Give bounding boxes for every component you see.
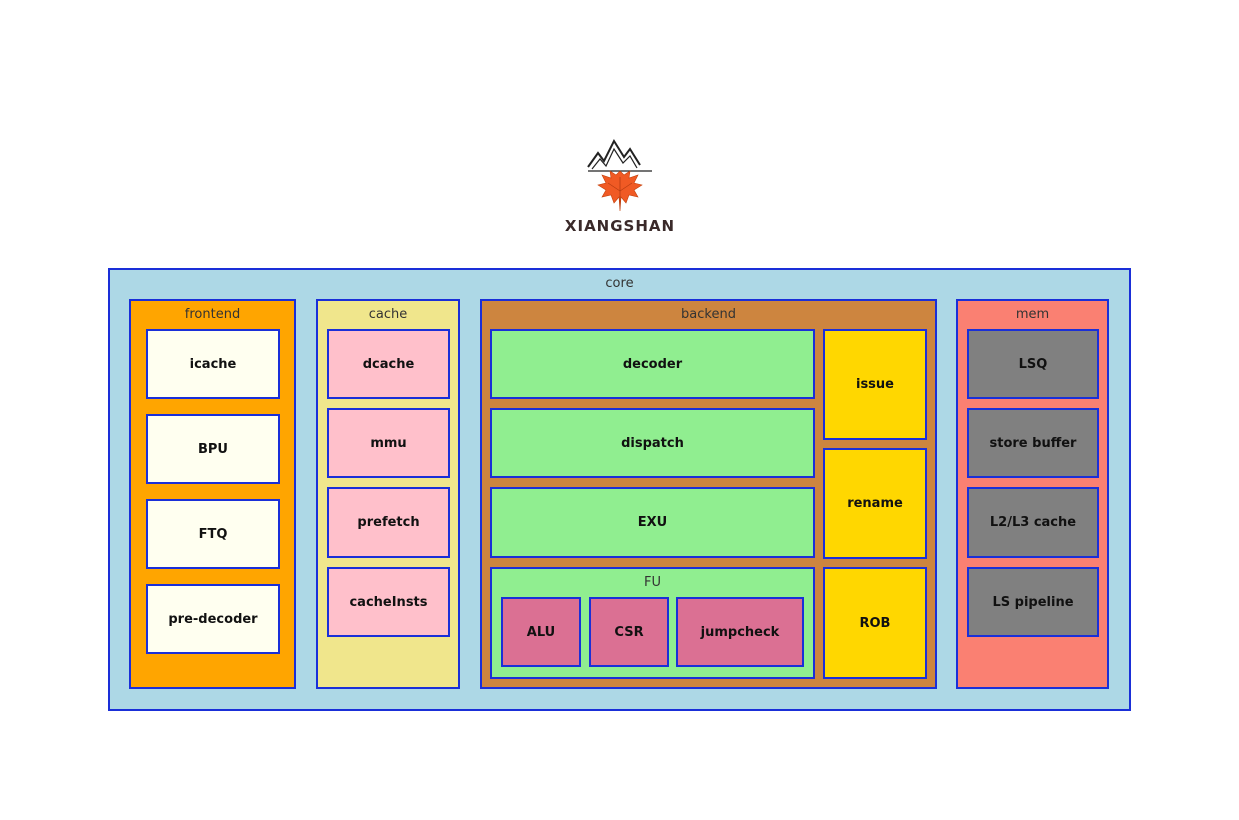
core-title: core xyxy=(605,276,634,291)
fu-title: FU xyxy=(644,575,661,590)
dispatch-block: dispatch xyxy=(490,408,815,478)
csr-block: CSR xyxy=(589,597,669,667)
ftq-block: FTQ xyxy=(146,499,280,569)
ls-pipeline-block: LS pipeline xyxy=(967,567,1099,637)
rename-block: rename xyxy=(823,448,927,559)
bpu-block: BPU xyxy=(146,414,280,484)
cache-title: cache xyxy=(368,307,408,322)
frontend-title: frontend xyxy=(184,307,241,322)
maple-leaf-mountain-icon xyxy=(587,138,652,212)
alu-block: ALU xyxy=(501,597,581,667)
lsq-block: LSQ xyxy=(967,329,1099,399)
rob-block: ROB xyxy=(823,567,927,679)
mmu-block: mmu xyxy=(327,408,450,478)
prefetch-block: prefetch xyxy=(327,487,450,558)
icache-block: icache xyxy=(146,329,280,399)
jumpcheck-block: jumpcheck xyxy=(676,597,804,667)
xiangshan-logo: XIANGSHAN xyxy=(550,135,690,240)
store-buffer-block: store buffer xyxy=(967,408,1099,478)
pre-decoder-block: pre-decoder xyxy=(146,584,280,654)
logo-text: XIANGSHAN xyxy=(564,217,676,235)
mem-title: mem xyxy=(1015,307,1050,322)
dcache-block: dcache xyxy=(327,329,450,399)
l2-l3-cache-block: L2/L3 cache xyxy=(967,487,1099,558)
decoder-block: decoder xyxy=(490,329,815,399)
cacheinsts-block: cacheInsts xyxy=(327,567,450,637)
exu-block: EXU xyxy=(490,487,815,558)
issue-block: issue xyxy=(823,329,927,440)
backend-title: backend xyxy=(681,307,736,322)
